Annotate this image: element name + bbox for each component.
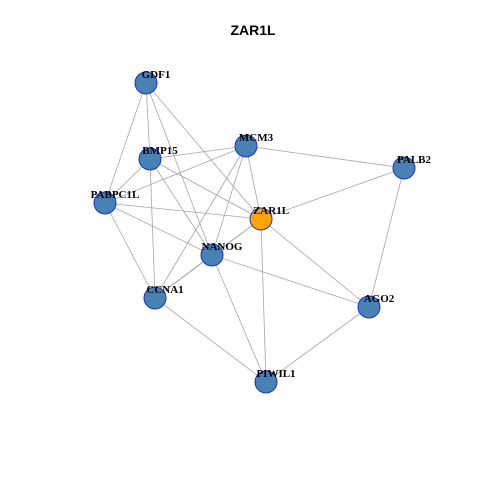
edge-mcm3-zar1l: [245, 145, 262, 220]
edge-pabpc1l-ccna1: [104, 202, 156, 299]
edge-palb2-zar1l: [260, 167, 405, 220]
edge-nanog-ccna1: [154, 254, 213, 299]
edge-gdf1-zar1l: [145, 82, 262, 220]
edge-nanog-piwil1: [211, 254, 267, 383]
edge-mcm3-nanog: [211, 145, 247, 256]
node-gdf1[interactable]: GDF1: [134, 69, 171, 95]
node-circle[interactable]: [200, 243, 224, 267]
edge-bmp15-zar1l: [149, 158, 262, 220]
edge-zar1l-piwil1: [260, 218, 267, 383]
edge-palb2-ago2: [368, 167, 405, 308]
edge-nanog-ago2: [211, 254, 370, 308]
node-circle[interactable]: [93, 191, 117, 215]
node-circle[interactable]: [249, 207, 273, 231]
node-label: PABPC1L: [91, 189, 140, 201]
edge-pabpc1l-zar1l: [104, 202, 262, 220]
node-label: NANOG: [202, 241, 243, 253]
edge-bmp15-mcm3: [149, 145, 247, 160]
edge-mcm3-pabpc1l: [104, 145, 247, 204]
node-ccna1[interactable]: CCNA1: [143, 284, 184, 310]
node-label: CCNA1: [146, 284, 183, 296]
node-bmp15[interactable]: BMP15: [138, 145, 178, 171]
edge-bmp15-nanog: [149, 158, 213, 256]
node-circle[interactable]: [254, 370, 278, 394]
node-ago2[interactable]: AGO2: [357, 293, 395, 319]
edge-mcm3-ccna1: [154, 145, 247, 299]
node-circle[interactable]: [392, 156, 416, 180]
edge-layer: [104, 82, 405, 383]
edge-mcm3-palb2: [245, 145, 405, 169]
edge-pabpc1l-nanog: [104, 202, 213, 256]
node-circle[interactable]: [138, 147, 162, 171]
node-zar1l[interactable]: ZAR1L: [249, 205, 289, 231]
edge-gdf1-nanog: [145, 82, 213, 256]
node-label: ZAR1L: [253, 205, 289, 217]
node-piwil1[interactable]: PIWIL1: [254, 368, 296, 394]
node-circle[interactable]: [134, 71, 158, 95]
node-label: PALB2: [397, 154, 432, 166]
edge-ago2-piwil1: [265, 306, 370, 383]
node-circle[interactable]: [234, 134, 258, 158]
node-label: PIWIL1: [256, 368, 295, 380]
edge-gdf1-bmp15: [145, 82, 151, 160]
node-label: BMP15: [142, 145, 178, 157]
edge-ccna1-piwil1: [154, 297, 267, 383]
node-mcm3[interactable]: MCM3: [234, 132, 274, 158]
node-label: GDF1: [142, 69, 171, 81]
diagram-title: ZAR1L: [230, 22, 276, 38]
node-pabpc1l[interactable]: PABPC1L: [91, 189, 140, 215]
node-circle[interactable]: [357, 295, 381, 319]
edge-zar1l-ago2: [260, 218, 370, 308]
node-label: MCM3: [239, 132, 274, 144]
node-label: AGO2: [364, 293, 395, 305]
edge-gdf1-pabpc1l: [104, 82, 147, 204]
node-circle[interactable]: [143, 286, 167, 310]
edge-bmp15-ccna1: [149, 158, 156, 299]
node-nanog[interactable]: NANOG: [200, 241, 243, 267]
node-palb2[interactable]: PALB2: [392, 154, 432, 180]
